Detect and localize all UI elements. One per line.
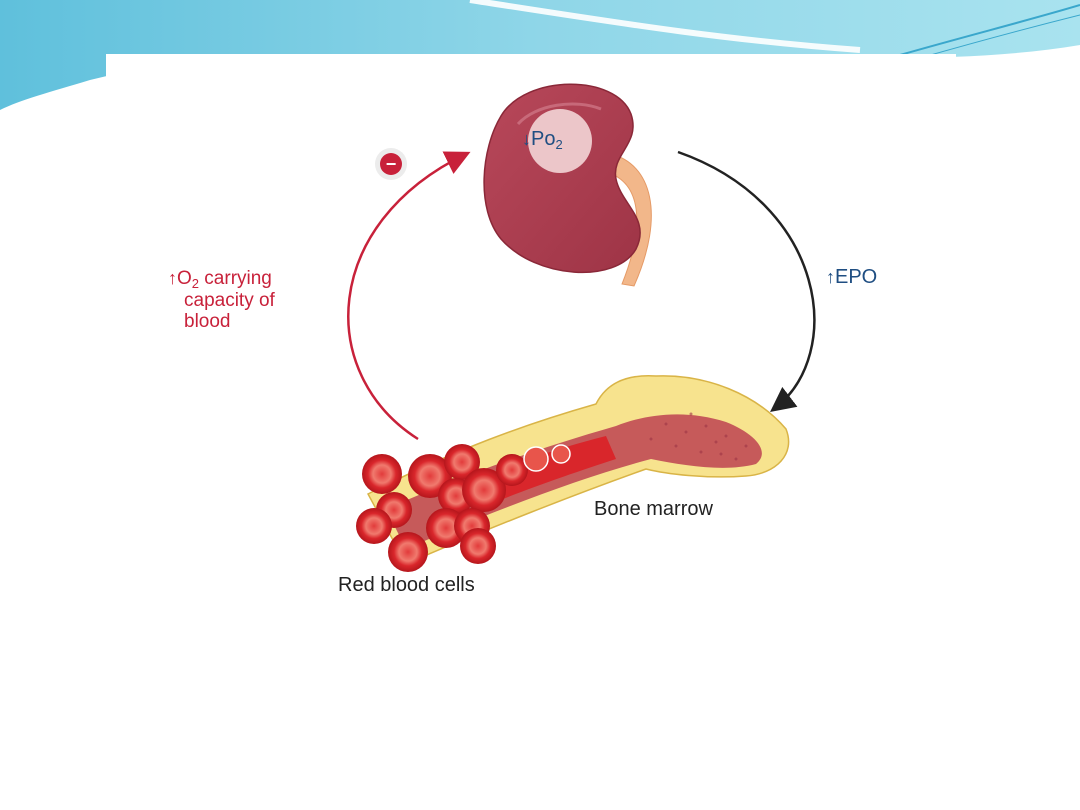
o2-capacity-label: ↑O2 carrying capacity of blood: [168, 268, 275, 332]
kidney-po2-bubble: [528, 109, 592, 173]
epo-label: ↑EPO: [826, 266, 878, 288]
inhibit-symbol: −: [386, 154, 397, 174]
diagram-panel: − ↓Po2 ↑EPO ↑O2 carrying capacity of blo…: [106, 54, 956, 598]
po2-label: ↓Po2: [522, 128, 563, 152]
red-blood-cells: [356, 444, 571, 572]
kidney: [483, 83, 641, 274]
feedback-arrow: [347, 151, 471, 441]
diagram-graphics: −: [347, 83, 816, 572]
up-arrow-icon: ↑: [168, 268, 177, 288]
red-blood-cells-label: Red blood cells: [338, 574, 475, 596]
epo-arrow: [677, 150, 816, 413]
bone-marrow-label: Bone marrow: [594, 498, 713, 520]
up-arrow-icon: ↑: [826, 267, 835, 287]
down-arrow-icon: ↓: [522, 129, 531, 149]
ureter: [605, 153, 652, 287]
